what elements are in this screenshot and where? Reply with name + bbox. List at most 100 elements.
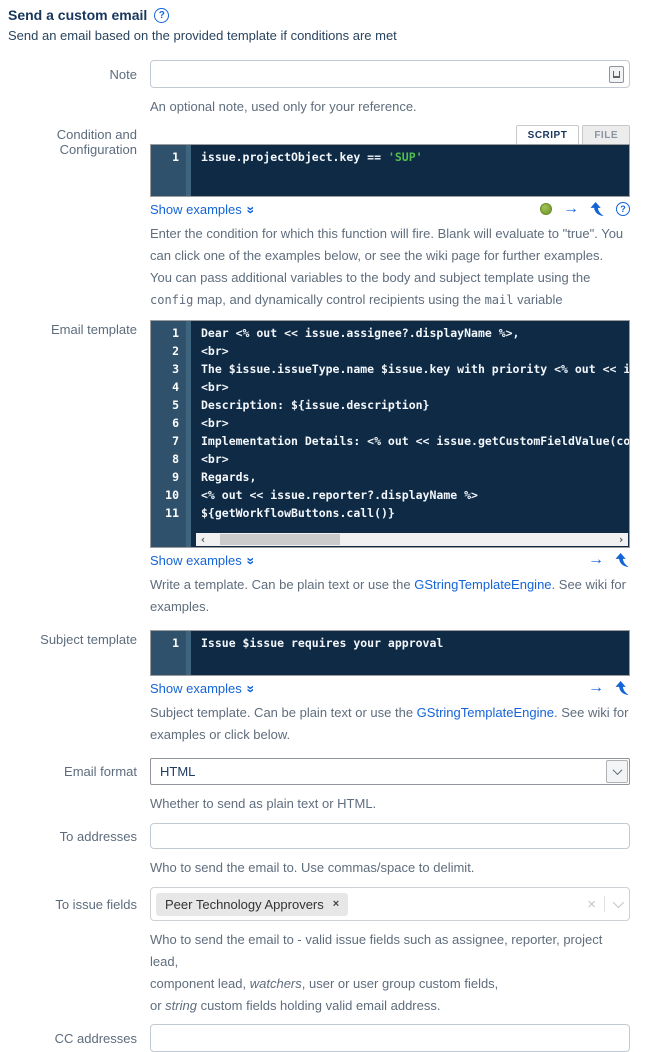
text-segment: or <box>150 998 166 1013</box>
text-segment: Dear <% out << issue.assignee?.displayNa… <box>201 326 520 340</box>
run-arrow-icon[interactable]: → <box>588 679 604 696</box>
line-number: 2 <box>172 344 179 358</box>
editor-tabs: SCRIPT FILE <box>150 125 630 144</box>
code-pane[interactable]: Dear <% out << issue.assignee?.displayNa… <box>191 321 629 547</box>
code-line: <br> <box>201 450 629 468</box>
line-number-gutter: 1 <box>151 145 191 196</box>
scroll-top-arrow-icon[interactable] <box>615 680 630 696</box>
run-arrow-icon[interactable]: → <box>563 200 579 217</box>
code-line: <br> <box>201 342 629 360</box>
line-number-gutter: 1 <box>151 631 191 675</box>
note-label: Note <box>109 67 137 82</box>
line-number: 1 <box>172 150 179 164</box>
text-segment: <% out << issue.reporter?.displayName %> <box>201 488 478 502</box>
text-segment: custom fields holding valid email addres… <box>196 998 441 1013</box>
text-segment: variable <box>513 292 563 307</box>
scrollbar-thumb[interactable] <box>220 534 340 545</box>
selected-tag: Peer Technology Approvers × <box>156 892 349 916</box>
text-segment: <br> <box>201 452 229 466</box>
to-issue-fields-multiselect[interactable]: Peer Technology Approvers × × <box>150 887 630 921</box>
select-dropdown-button[interactable] <box>606 760 628 783</box>
tab-script[interactable]: SCRIPT <box>515 125 580 144</box>
subject-template-label: Subject template <box>40 632 137 647</box>
code-line: Description: ${issue.description} <box>201 396 629 414</box>
line-number: 9 <box>172 470 179 484</box>
help-text-line: Subject template. Can be plain text or u… <box>150 702 630 746</box>
tag-remove-icon[interactable]: × <box>332 898 340 910</box>
to-addresses-input[interactable] <box>150 823 630 849</box>
tag-label: Peer Technology Approvers <box>165 896 324 912</box>
email-template-help: Write a template. Can be plain text or u… <box>150 574 630 618</box>
condition-help: Enter the condition for which this funct… <box>150 223 630 311</box>
help-text-line: or string custom fields holding valid em… <box>150 995 630 1017</box>
text-segment: Issue $issue requires your approval <box>201 636 444 650</box>
scroll-right-icon[interactable]: › <box>617 533 625 546</box>
email-format-select[interactable]: HTML <box>150 758 630 785</box>
code-line: ${getWorkflowButtons.call()} <box>201 504 629 522</box>
text-suggestion-icon[interactable] <box>609 66 624 83</box>
page-header: Send a custom email ? <box>8 7 652 23</box>
to-issue-fields-help: Who to send the email to - valid issue f… <box>150 929 630 1017</box>
condition-code-editor[interactable]: 1 issue.projectObject.key == 'SUP' <box>150 144 630 197</box>
clear-all-icon[interactable]: × <box>587 895 596 913</box>
text-segment: ${getWorkflowButtons.call()} <box>201 506 395 520</box>
to-addresses-label: To addresses <box>59 829 137 844</box>
text-segment: Subject template. Can be plain text or u… <box>150 705 417 720</box>
help-icon[interactable]: ? <box>616 202 630 216</box>
horizontal-scrollbar[interactable]: ‹ › <box>196 533 628 546</box>
text-segment: mail <box>484 293 514 307</box>
code-pane[interactable]: Issue $issue requires your approval <box>191 631 629 675</box>
code-line: issue.projectObject.key == 'SUP' <box>201 148 629 166</box>
code-pane[interactable]: issue.projectObject.key == 'SUP' <box>191 145 629 196</box>
divider <box>604 896 605 912</box>
text-segment: 'SUP' <box>387 150 423 164</box>
text-segment: Who to send the email to - valid issue f… <box>150 932 603 969</box>
help-text-line: Write a template. Can be plain text or u… <box>150 574 630 618</box>
line-number: 1 <box>172 326 179 340</box>
line-number: 6 <box>172 416 179 430</box>
email-format-value: HTML <box>160 764 196 779</box>
show-examples-link[interactable]: Show examples « <box>150 202 258 217</box>
note-input[interactable] <box>150 60 630 88</box>
scroll-top-arrow-icon[interactable] <box>615 552 630 568</box>
page-title: Send a custom email <box>8 7 148 23</box>
text-segment: . See wiki for examples. <box>150 577 626 614</box>
inline-link[interactable]: GStringTemplateEngine <box>416 705 554 720</box>
text-segment: Write a template. Can be plain text or u… <box>150 577 415 592</box>
status-ok-icon <box>540 203 552 215</box>
text-segment: <br> <box>201 380 229 394</box>
code-line: Issue $issue requires your approval <box>201 634 629 652</box>
show-examples-link[interactable]: Show examples « <box>150 553 258 568</box>
subject-template-editor[interactable]: 1 Issue $issue requires your approval <box>150 630 630 676</box>
code-line: <br> <box>201 378 629 396</box>
text-segment: string <box>165 998 197 1013</box>
chevron-down-icon[interactable] <box>612 896 625 909</box>
double-chevron-down-icon: « <box>241 685 258 693</box>
code-line: Regards, <box>201 468 629 486</box>
cc-addresses-input[interactable] <box>150 1024 630 1052</box>
scroll-left-icon[interactable]: ‹ <box>199 533 207 546</box>
scroll-top-arrow-icon[interactable] <box>590 201 605 217</box>
condition-section: Condition and Configuration SCRIPT FILE … <box>8 125 652 311</box>
code-line: <% out << issue.reporter?.displayName %> <box>201 486 629 504</box>
text-segment: . See wiki for examples or click below. <box>150 705 629 742</box>
condition-label: Condition and Configuration <box>56 127 137 157</box>
line-number: 3 <box>172 362 179 376</box>
inline-link[interactable]: GStringTemplateEngine <box>414 577 552 592</box>
help-icon[interactable]: ? <box>154 7 170 23</box>
tab-file[interactable]: FILE <box>582 125 630 144</box>
to-issue-fields-label: To issue fields <box>55 897 137 912</box>
to-issue-fields-section: To issue fields Peer Technology Approver… <box>8 887 652 1017</box>
help-text-line: Who to send the email to - valid issue f… <box>150 929 630 973</box>
text-segment: Implementation Details: <% out << issue.… <box>201 434 629 448</box>
line-number: 10 <box>165 488 179 502</box>
run-arrow-icon[interactable]: → <box>588 551 604 568</box>
to-addresses-section: To addresses Who to send the email to. U… <box>8 823 652 879</box>
email-format-label: Email format <box>64 764 137 779</box>
note-help: An optional note, used only for your ref… <box>150 99 417 114</box>
chevron-down-icon <box>612 765 622 776</box>
double-chevron-down-icon: « <box>241 557 258 565</box>
show-examples-link[interactable]: Show examples « <box>150 681 258 696</box>
